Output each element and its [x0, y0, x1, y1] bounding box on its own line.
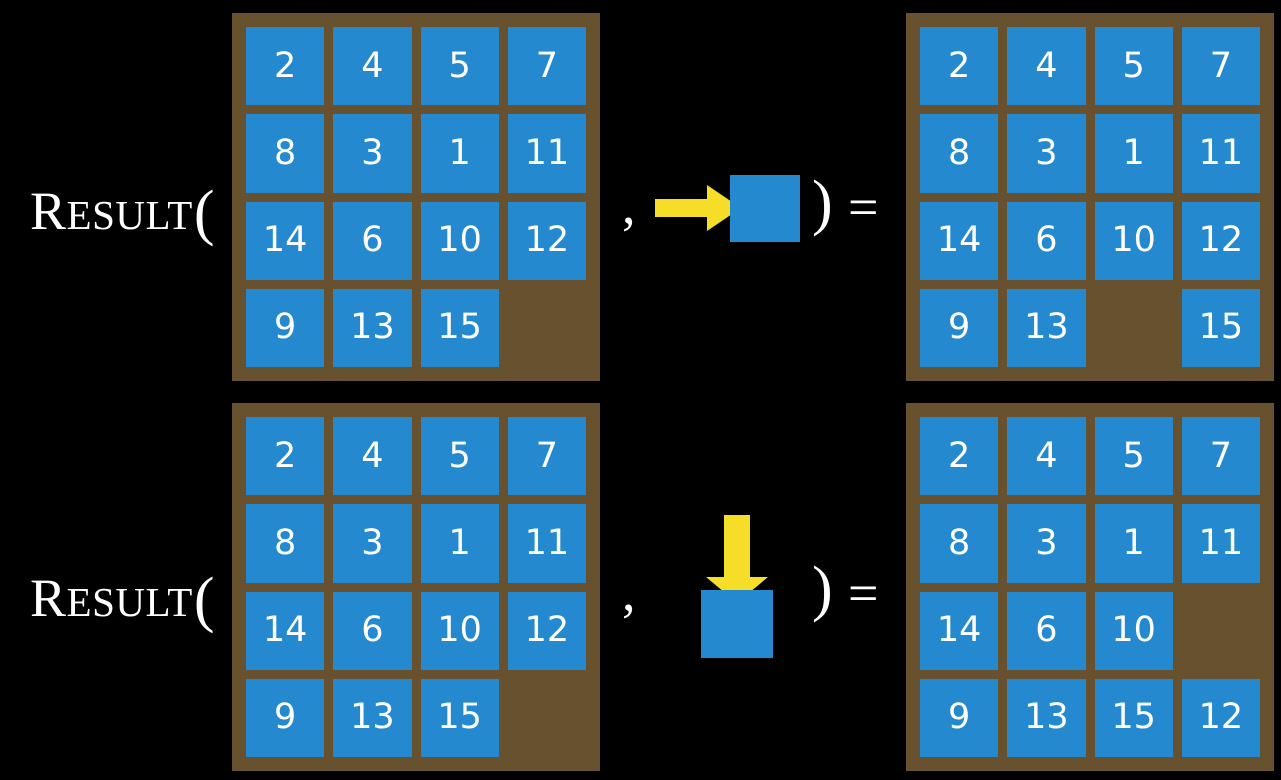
tile[interactable]: 6 — [1007, 591, 1086, 670]
tile[interactable]: 2 — [246, 27, 325, 106]
result-rest-letters: ESULT — [66, 192, 193, 238]
result-cap-letter: R — [30, 568, 67, 628]
tile[interactable]: 15 — [420, 288, 499, 367]
output-board-top: 2 4 5 7 8 3 1 11 14 6 10 12 9 13 15 — [906, 13, 1274, 381]
tile[interactable]: 9 — [246, 288, 325, 367]
tile[interactable]: 1 — [420, 504, 499, 583]
tile[interactable]: 5 — [420, 27, 499, 106]
tile[interactable]: 12 — [507, 591, 586, 670]
comma-top: , — [622, 175, 636, 235]
tile[interactable]: 15 — [1094, 678, 1173, 757]
close-paren-bottom: ) — [812, 555, 833, 623]
tile[interactable]: 3 — [1007, 504, 1086, 583]
tile[interactable]: 5 — [1094, 27, 1173, 106]
tile[interactable]: 14 — [246, 201, 325, 280]
open-paren-top: ( — [193, 179, 215, 247]
tile[interactable]: 7 — [507, 27, 586, 106]
tile[interactable]: 9 — [920, 678, 999, 757]
tile[interactable]: 5 — [420, 417, 499, 496]
tile[interactable]: 13 — [1007, 678, 1086, 757]
blank-tile[interactable] — [1095, 289, 1173, 367]
tile[interactable]: 1 — [420, 114, 499, 193]
input-board-top: 2 4 5 7 8 3 1 11 14 6 10 12 9 13 15 — [232, 13, 600, 381]
input-board-bottom: 2 4 5 7 8 3 1 11 14 6 10 12 9 13 15 — [232, 403, 600, 771]
right-arrow-into-tile-icon — [655, 185, 741, 231]
tile[interactable]: 4 — [1007, 417, 1086, 496]
comma-bottom: , — [622, 562, 636, 622]
tile[interactable]: 15 — [420, 678, 499, 757]
operand-blank-square-top[interactable] — [730, 175, 800, 242]
tile[interactable]: 9 — [920, 288, 999, 367]
down-arrow-into-tile-icon — [706, 515, 768, 603]
tile[interactable]: 4 — [333, 27, 412, 106]
equals-top: = — [848, 177, 879, 237]
result-rest-letters: ESULT — [66, 579, 193, 625]
tile[interactable]: 2 — [920, 27, 999, 106]
tile[interactable]: 2 — [246, 417, 325, 496]
tile[interactable]: 7 — [1181, 27, 1260, 106]
result-cap-letter: R — [30, 181, 67, 241]
tile[interactable]: 3 — [333, 114, 412, 193]
tile[interactable]: 13 — [333, 678, 412, 757]
tile[interactable]: 10 — [1094, 201, 1173, 280]
tile[interactable]: 1 — [1094, 504, 1173, 583]
tile[interactable]: 14 — [920, 591, 999, 670]
tile[interactable]: 8 — [246, 504, 325, 583]
tile[interactable]: 12 — [507, 201, 586, 280]
blank-tile[interactable] — [1182, 592, 1260, 670]
output-board-bottom: 2 4 5 7 8 3 1 11 14 6 10 9 13 15 12 — [906, 403, 1274, 771]
tile[interactable]: 4 — [333, 417, 412, 496]
tile[interactable]: 5 — [1094, 417, 1173, 496]
tile[interactable]: 11 — [507, 114, 586, 193]
tile[interactable]: 11 — [1181, 114, 1260, 193]
tile[interactable]: 13 — [333, 288, 412, 367]
tile[interactable]: 6 — [333, 591, 412, 670]
blank-tile[interactable] — [508, 289, 586, 367]
tile[interactable]: 15 — [1181, 288, 1260, 367]
tile[interactable]: 3 — [1007, 114, 1086, 193]
tile[interactable]: 12 — [1181, 678, 1260, 757]
result-label-top: RESULT( — [30, 178, 215, 244]
close-paren-top: ) — [812, 169, 833, 237]
tile[interactable]: 8 — [920, 504, 999, 583]
tile[interactable]: 7 — [1181, 417, 1260, 496]
tile[interactable]: 11 — [1181, 504, 1260, 583]
tile[interactable]: 6 — [333, 201, 412, 280]
tile[interactable]: 1 — [1094, 114, 1173, 193]
tile[interactable]: 8 — [246, 114, 325, 193]
tile[interactable]: 12 — [1181, 201, 1260, 280]
tile[interactable]: 2 — [920, 417, 999, 496]
tile[interactable]: 10 — [420, 201, 499, 280]
tile[interactable]: 14 — [246, 591, 325, 670]
tile[interactable]: 11 — [507, 504, 586, 583]
blank-tile[interactable] — [508, 679, 586, 757]
tile[interactable]: 7 — [507, 417, 586, 496]
tile[interactable]: 10 — [420, 591, 499, 670]
tile[interactable]: 10 — [1094, 591, 1173, 670]
equals-bottom: = — [848, 563, 879, 623]
tile[interactable]: 8 — [920, 114, 999, 193]
tile[interactable]: 3 — [333, 504, 412, 583]
tile[interactable]: 6 — [1007, 201, 1086, 280]
tile[interactable]: 9 — [246, 678, 325, 757]
tile[interactable]: 14 — [920, 201, 999, 280]
tile[interactable]: 13 — [1007, 288, 1086, 367]
result-label-bottom: RESULT( — [30, 565, 215, 631]
open-paren-bottom: ( — [193, 566, 215, 634]
operand-blank-square-bottom[interactable] — [701, 590, 773, 658]
tile[interactable]: 4 — [1007, 27, 1086, 106]
